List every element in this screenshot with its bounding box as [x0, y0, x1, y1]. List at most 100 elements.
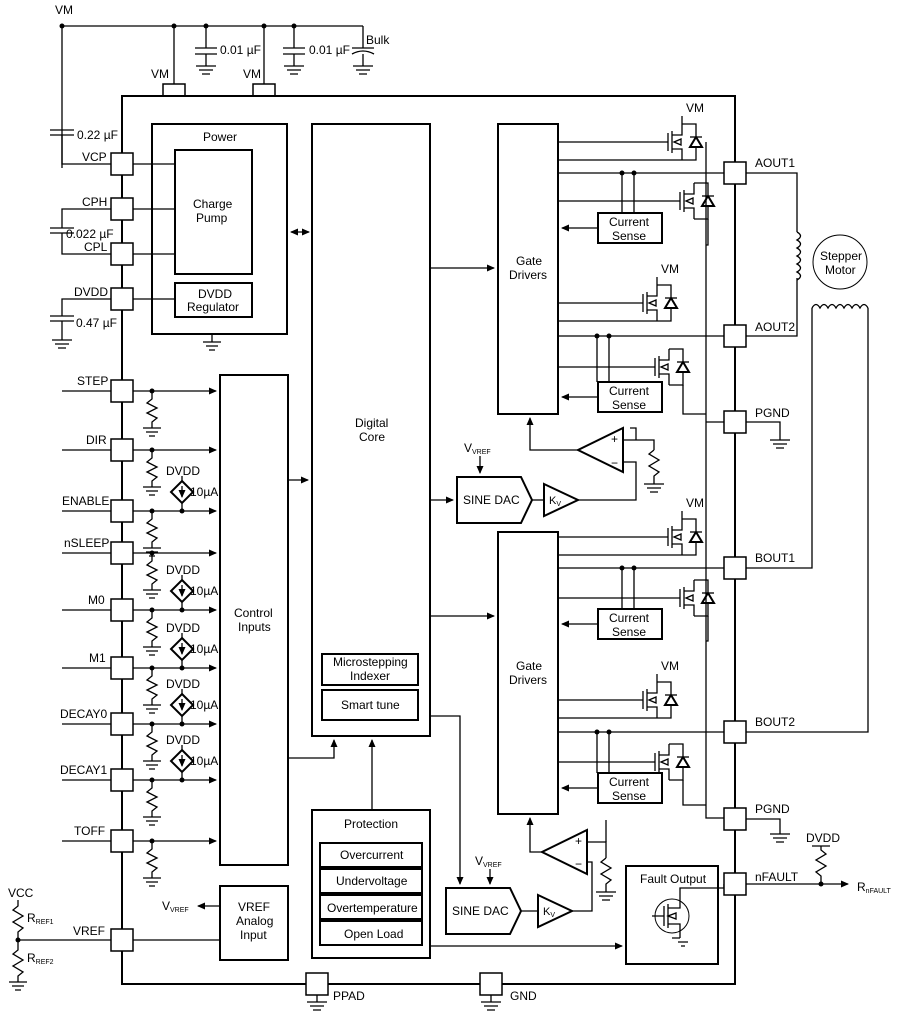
nsleep-label: nSLEEP	[64, 536, 109, 550]
bridge-b2-high-diode	[663, 693, 679, 706]
bridge-a2-high-diode	[663, 296, 679, 309]
power-label: Power	[203, 130, 237, 144]
smart-tune-label: Smart tune	[341, 698, 400, 712]
kv-b-label: KV	[543, 906, 555, 919]
m1-label: M1	[89, 651, 106, 665]
comparator-b-plus: +	[575, 834, 582, 848]
protection-label: Protection	[344, 817, 398, 831]
vm-pin-b-label: VM	[243, 67, 261, 81]
dir-label: DIR	[86, 433, 107, 447]
comparator-b-minus: −	[575, 857, 582, 871]
charge-pump-label-2: Pump	[196, 211, 228, 225]
rref2-label: RREF2	[27, 951, 54, 966]
microstepping-label-1: Microstepping	[333, 655, 408, 669]
current-sense-b2	[597, 772, 663, 804]
bridge-a1-high-diode	[688, 135, 704, 148]
decay0-pin	[110, 712, 134, 736]
smart-tune-block	[321, 689, 419, 721]
cph-label: CPH	[82, 195, 107, 209]
enable-pin	[110, 499, 134, 523]
decay1-dvdd-label: DVDD	[166, 733, 200, 747]
stepper-motor	[812, 234, 868, 290]
kv-amp-b	[537, 893, 575, 929]
rnfault-label: RnFAULT	[857, 880, 892, 895]
decay0-dvdd-label: DVDD	[166, 677, 200, 691]
bridge-a1-vm-label: VM	[686, 101, 704, 115]
current-sense-a2-label-2: Sense	[612, 398, 646, 412]
aout1-label: AOUT1	[755, 156, 795, 170]
stepper-label-2: Motor	[825, 263, 856, 277]
dvdd-regulator-label-1: DVDD	[198, 287, 232, 301]
bridge-b2-high-fet	[647, 696, 657, 704]
protection-section: Protection Overcurrent Undervoltage Over…	[162, 809, 725, 965]
dvdd-pin	[110, 287, 134, 311]
bridge-b1-low-diode	[700, 591, 716, 604]
decay1-pin	[110, 768, 134, 792]
vvref-out-label: VVREF	[162, 899, 189, 914]
control-section: Control Inputs STEPDIRENABLEDVDD10µAnSLE…	[60, 374, 338, 887]
bout1-label: BOUT1	[755, 551, 795, 565]
decay0-label: DECAY0	[60, 707, 107, 721]
current-sense-a1-label-2: Sense	[612, 229, 646, 243]
bridge-b1-high-diode	[688, 530, 704, 543]
step-label: STEP	[77, 374, 108, 388]
vref-label: VREF	[73, 924, 105, 938]
comparator-b	[539, 828, 588, 876]
aout2-label: AOUT2	[755, 320, 795, 334]
overcurrent-label: Overcurrent	[340, 848, 404, 862]
gate-drivers-a-label-1: Gate	[516, 254, 542, 268]
vm-top-label: VM	[55, 3, 73, 17]
aout2-pin	[723, 324, 747, 348]
digital-core-label-2: Core	[359, 430, 385, 444]
ppad-label: PPAD	[333, 989, 365, 1003]
cpl-label: CPL	[84, 240, 108, 254]
m1-pin	[110, 656, 134, 680]
charge-pump-label-1: Charge	[193, 197, 233, 211]
vref-analog-block	[219, 885, 289, 961]
bridge-b2-vm-label: VM	[661, 659, 679, 673]
cap-b-label: 0.01 µF	[309, 43, 350, 57]
gnd-label: GND	[510, 989, 537, 1003]
vcc-label: VCC	[8, 886, 34, 900]
vref-analog-label-3: Input	[240, 928, 267, 942]
gate-drivers-b-block	[497, 531, 559, 815]
enable-label: ENABLE	[62, 494, 109, 508]
bridge-b1-low-fet	[684, 594, 694, 602]
bout2-label: BOUT2	[755, 715, 795, 729]
vcp-cap-label: 0.22 µF	[77, 128, 118, 142]
sine-dac-a-label: SINE DAC	[463, 493, 520, 507]
m1-current-label: 10µA	[190, 642, 218, 656]
bridge-a2-low-fet	[659, 363, 669, 371]
dir-pin	[110, 438, 134, 462]
enable-dvdd-label: DVDD	[166, 464, 200, 478]
bout2-pin	[723, 720, 747, 744]
toff-label: TOFF	[74, 824, 105, 838]
power-section: Power Charge Pump DVDD Regulator	[151, 123, 310, 351]
current-sense-b1-label-1: Current	[609, 611, 650, 625]
stepper-label-1: Stepper	[820, 249, 862, 263]
bridge-a1-low-fet	[684, 197, 694, 205]
sine-dac-a	[456, 476, 534, 524]
kv-a-label: KV	[549, 495, 561, 508]
vcp-label: VCP	[82, 150, 107, 164]
overcurrent-block	[319, 842, 423, 868]
pgnd-pin-a	[723, 410, 747, 434]
right-pins: AOUT1 AOUT2 PGND BOUT1 BOUT2 PGND nFAULT…	[723, 156, 892, 896]
bout1-pin	[723, 556, 747, 580]
m0-dvdd-label: DVDD	[166, 563, 200, 577]
bulk-label: Bulk	[366, 33, 390, 47]
gate-drivers-b-label-1: Gate	[516, 659, 542, 673]
current-sense-b1-label-2: Sense	[612, 625, 646, 639]
digital-core-block	[311, 123, 431, 737]
vvref-a-label: VVREF	[464, 441, 491, 456]
cp-cap-label: 0.022 µF	[66, 227, 114, 241]
fault-dvdd-label: DVDD	[806, 831, 840, 845]
gate-drivers-b-label-2: Drivers	[509, 673, 547, 687]
current-sense-b1	[597, 608, 663, 640]
current-sense-b2-label-2: Sense	[612, 789, 646, 803]
toff-pin	[110, 829, 134, 853]
open-load-block	[319, 920, 423, 946]
m0-pin	[110, 598, 134, 622]
cap-a-label: 0.01 µF	[220, 43, 261, 57]
